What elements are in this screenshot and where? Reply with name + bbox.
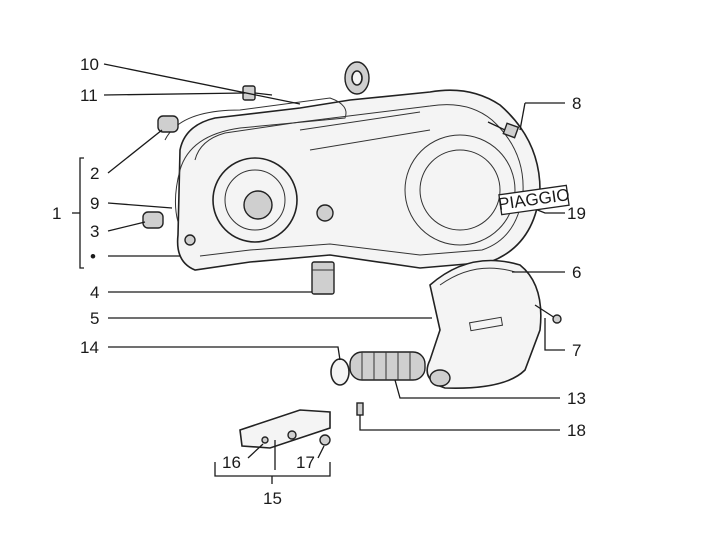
bushing-2 [157,115,179,133]
callout-dot: • [90,247,96,266]
callout-13: 13 [567,389,586,408]
callout-15: 15 [263,489,282,508]
rubber-block-4 [311,261,335,295]
bushing-3 [142,211,164,229]
callout-4: 4 [90,283,99,302]
transmission-cover [176,89,541,271]
callout-19: 19 [567,204,586,223]
callout-5: 5 [90,309,99,328]
screw-18 [356,402,364,416]
pulley-roller [344,61,370,95]
bracket-15 [239,409,331,449]
bellows-hose [349,351,426,381]
air-intake-cover [426,259,542,389]
callout-3: 3 [90,222,99,241]
callout-7: 7 [572,341,581,360]
callout-9: 9 [90,194,99,213]
callout-1: 1 [52,204,61,223]
hose-clamp [330,358,350,386]
callout-17: 17 [296,453,315,472]
leader-lines [72,63,565,484]
callout-2: 2 [90,164,99,183]
screw-7 [534,304,562,324]
callout-18: 18 [567,421,586,440]
cover-gasket [164,97,347,223]
callout-11: 11 [80,86,98,105]
callout-8: 8 [572,94,581,113]
bolt-8 [487,121,520,139]
callout-14: 14 [80,338,99,357]
callout-6: 6 [572,263,581,282]
callout-16: 16 [222,453,241,472]
callout-10: 10 [80,55,99,74]
